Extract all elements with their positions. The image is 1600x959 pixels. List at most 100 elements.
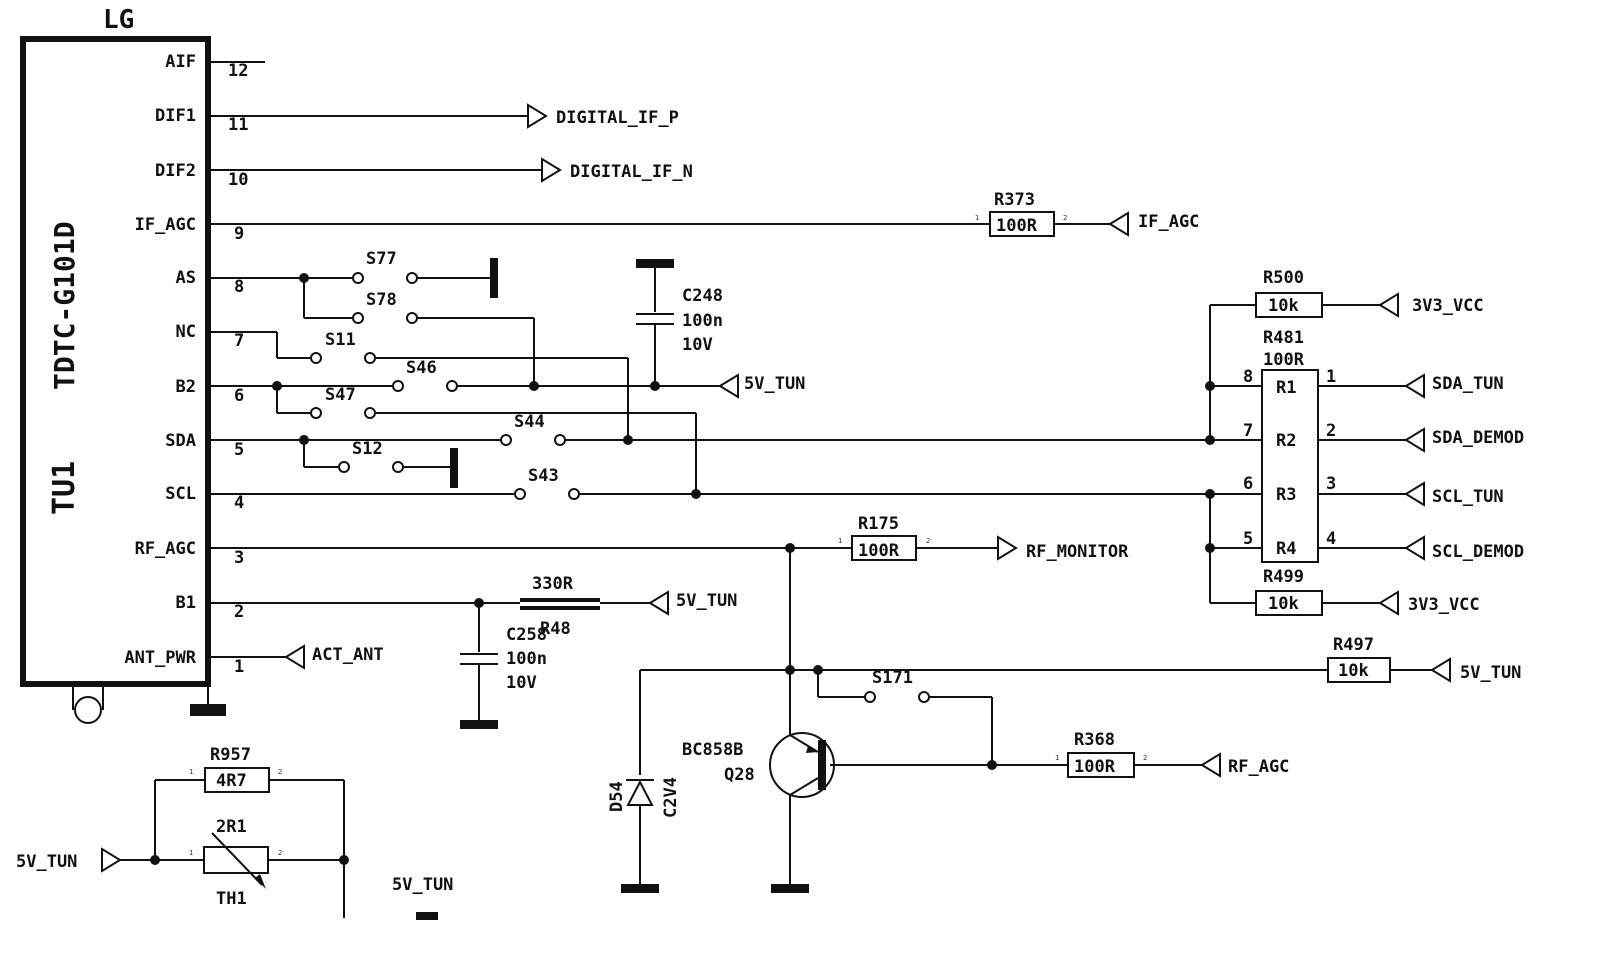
svg-text:TH1: TH1 xyxy=(216,889,247,909)
switch-s43: S43 xyxy=(514,466,580,500)
svg-text:RF_AGC: RF_AGC xyxy=(1228,757,1289,777)
switch-s78: S78 xyxy=(352,290,418,324)
switch-s77: S77 xyxy=(352,249,418,284)
svg-text:2: 2 xyxy=(278,849,282,857)
svg-text:S43: S43 xyxy=(528,466,559,486)
svg-text:ACT_ANT: ACT_ANT xyxy=(312,645,384,665)
svg-text:1: 1 xyxy=(189,768,193,776)
sda-scl-network xyxy=(208,435,1262,499)
port-5v-tun-r497: 5V_TUN xyxy=(1430,657,1521,683)
as-switch-network xyxy=(208,258,535,386)
svg-text:R499: R499 xyxy=(1263,567,1304,587)
pin-name: B2 xyxy=(176,377,196,397)
tuner-module-tu1: LG TDTC-G101D TU1 AIF DIF1 DIF2 IF_AGC A… xyxy=(20,5,248,724)
port-sda-demod: SDA_DEMOD xyxy=(1404,427,1524,453)
svg-text:R175: R175 xyxy=(858,514,899,534)
svg-text:3: 3 xyxy=(1326,474,1336,494)
svg-text:2R1: 2R1 xyxy=(216,817,247,837)
svg-text:C248: C248 xyxy=(682,286,723,306)
svg-text:C2V4: C2V4 xyxy=(661,777,681,818)
pin-name: IF_AGC xyxy=(135,215,196,235)
zener-d54: D54 C2V4 xyxy=(607,777,681,818)
svg-text:S44: S44 xyxy=(514,412,545,432)
svg-text:S78: S78 xyxy=(366,290,397,310)
svg-text:IF_AGC: IF_AGC xyxy=(1138,212,1199,232)
svg-text:10k: 10k xyxy=(1268,296,1299,316)
pin-number: 3 xyxy=(234,548,244,568)
svg-text:4R7: 4R7 xyxy=(216,771,247,791)
port-scl-tun: SCL_TUN xyxy=(1404,481,1504,507)
svg-text:C258: C258 xyxy=(506,625,547,645)
pin-number: 11 xyxy=(228,115,248,135)
svg-text:1: 1 xyxy=(189,849,193,857)
switch-s47: S47 xyxy=(310,385,376,419)
svg-text:3V3_VCC: 3V3_VCC xyxy=(1408,595,1480,615)
svg-text:10V: 10V xyxy=(506,673,537,693)
svg-text:100R: 100R xyxy=(1263,350,1305,370)
pin-number: 2 xyxy=(234,602,244,622)
svg-text:10V: 10V xyxy=(682,335,713,355)
svg-text:R497: R497 xyxy=(1333,635,1374,655)
svg-text:10k: 10k xyxy=(1268,594,1299,614)
port-3v3-vcc-top: 3V3_VCC xyxy=(1378,292,1484,318)
svg-text:2: 2 xyxy=(1143,754,1147,762)
svg-text:2: 2 xyxy=(926,537,930,545)
port-digital-if-p: DIGITAL_IF_P xyxy=(527,103,679,129)
svg-text:4: 4 xyxy=(1326,529,1336,549)
switch-s171: S171 xyxy=(864,668,930,703)
port-scl-demod: SCL_DEMOD xyxy=(1404,535,1524,562)
switch-s44: S44 xyxy=(500,412,566,446)
pin-name: DIF1 xyxy=(155,106,196,126)
svg-text:R48: R48 xyxy=(540,619,571,639)
pin-number: 6 xyxy=(234,386,244,406)
port-5v-tun-th1: 5V_TUN xyxy=(16,847,122,873)
capacitor-c248: C248 100n 10V xyxy=(636,259,723,386)
svg-text:2: 2 xyxy=(278,768,282,776)
svg-text:5V_TUN: 5V_TUN xyxy=(16,852,77,872)
pin-name: AS xyxy=(176,268,196,288)
svg-text:3V3_VCC: 3V3_VCC xyxy=(1412,296,1484,316)
switch-s46: S46 xyxy=(392,358,458,392)
svg-text:R500: R500 xyxy=(1263,268,1304,288)
pin-name: NC xyxy=(176,322,196,342)
port-rf-agc: RF_AGC xyxy=(1200,752,1289,778)
pin-name: DIF2 xyxy=(155,161,196,181)
svg-text:RF_MONITOR: RF_MONITOR xyxy=(1026,542,1129,562)
port-digital-if-n: DIGITAL_IF_N xyxy=(541,157,693,183)
svg-text:1: 1 xyxy=(838,537,842,545)
port-5v-tun-b1: 5V_TUN xyxy=(648,590,737,616)
net-wires-top xyxy=(208,61,1110,225)
pin-name: AIF xyxy=(165,52,196,72)
resistor-r175: R175 100R 1 2 xyxy=(838,514,930,561)
rf-agc-network xyxy=(208,543,998,735)
svg-text:SCL_DEMOD: SCL_DEMOD xyxy=(1432,542,1524,562)
svg-text:S77: S77 xyxy=(366,249,397,269)
pin-number: 12 xyxy=(228,61,248,81)
svg-text:SDA_DEMOD: SDA_DEMOD xyxy=(1432,428,1524,448)
pin-name: SCL xyxy=(165,484,196,504)
resistor-r500: R500 10k xyxy=(1255,268,1380,318)
pin-number: 10 xyxy=(228,170,248,190)
svg-text:100R: 100R xyxy=(1074,757,1116,777)
switch-s11: S11 xyxy=(310,330,376,364)
svg-text:1: 1 xyxy=(1326,367,1336,387)
capacitor-c258: C258 100n 10V xyxy=(506,625,547,693)
thermistor-th1: 2R1 TH1 1 2 xyxy=(189,817,282,909)
svg-text:100R: 100R xyxy=(858,541,900,561)
svg-text:5V_TUN: 5V_TUN xyxy=(744,374,805,394)
svg-text:10k: 10k xyxy=(1338,661,1369,681)
pin-name: RF_AGC xyxy=(135,539,196,559)
svg-text:R3: R3 xyxy=(1276,485,1296,505)
pin-name: SDA xyxy=(165,431,196,451)
svg-text:1: 1 xyxy=(1055,754,1059,762)
svg-text:5V_TUN: 5V_TUN xyxy=(392,875,453,895)
svg-text:R368: R368 xyxy=(1074,730,1115,750)
svg-text:100n: 100n xyxy=(682,311,723,331)
port-act-ant: ACT_ANT xyxy=(284,644,384,670)
pin-number: 7 xyxy=(234,331,244,351)
transistor-q28: BC858B Q28 xyxy=(682,732,835,798)
port-3v3-vcc-bottom: 3V3_VCC xyxy=(1378,590,1480,616)
svg-text:1: 1 xyxy=(975,214,979,222)
svg-text:R957: R957 xyxy=(210,745,251,765)
